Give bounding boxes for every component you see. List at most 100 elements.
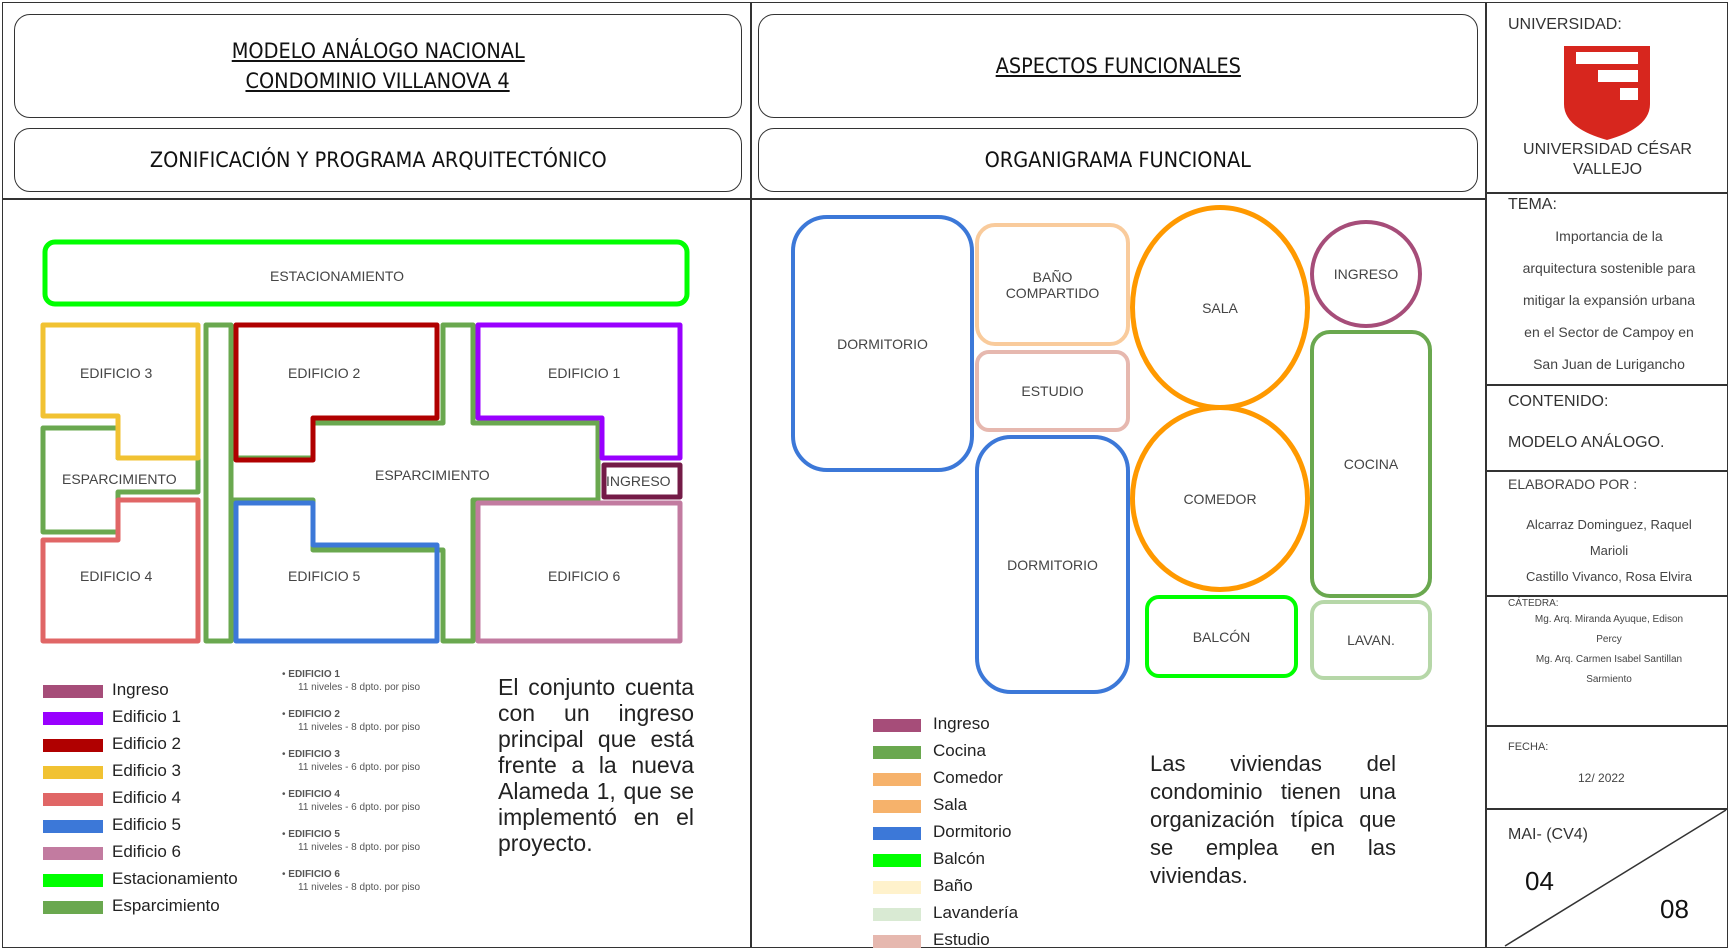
building-name-text: EDIFICIO 1 xyxy=(288,669,340,680)
tema-label: TEMA: xyxy=(1508,196,1557,213)
legend-swatch xyxy=(873,908,921,921)
label-estacionamiento: ESTACIONAMIENTO xyxy=(270,268,405,284)
zone-edificio6 xyxy=(475,500,683,644)
zone-edificio5 xyxy=(233,500,440,644)
sheet-number: 04 xyxy=(1525,866,1554,896)
sidebar-divider-4 xyxy=(1485,595,1728,597)
sidebar-divider-2 xyxy=(1485,384,1728,386)
text-line: Percy xyxy=(1596,634,1622,645)
node-sala-label: SALA xyxy=(1202,299,1238,316)
left-title-line2: CONDOMINIO VILLANOVA 4 xyxy=(245,69,511,93)
text-line: San Juan de Lurigancho xyxy=(1533,356,1685,372)
node-cocina: COCINA xyxy=(1310,330,1432,598)
legend-label: Lavandería xyxy=(933,903,1019,922)
left-subtitle: ZONIFICACIÓN Y PROGRAMA ARQUITECTÓNICO xyxy=(149,148,607,172)
bullet-dot: • xyxy=(282,829,289,840)
universidad-name: UNIVERSIDAD CÉSAR VALLEJO xyxy=(1490,140,1725,180)
text-line: Marioli xyxy=(1589,543,1629,558)
legend-label: Estudio xyxy=(933,930,990,949)
text-line: Sarmiento xyxy=(1586,674,1632,685)
legend-swatch xyxy=(43,901,103,914)
sidebar-divider-6 xyxy=(1485,808,1728,810)
label-esparcimiento-left: ESPARCIMIENTO xyxy=(62,471,177,487)
code-label: MAI- (CV4) xyxy=(1508,826,1588,843)
bullet-dot: • xyxy=(282,709,289,720)
zone-edificio4 xyxy=(40,497,201,644)
text-line: mitigar la expansión urbana xyxy=(1523,292,1695,308)
sheet-total: 08 xyxy=(1660,894,1689,924)
bullet-dot: • xyxy=(282,789,289,800)
contenido-label: CONTENIDO: xyxy=(1508,393,1609,410)
zone-ingreso xyxy=(601,462,683,500)
catedra-label: CÁTEDRA: xyxy=(1508,598,1559,609)
universidad-name-line1: UNIVERSIDAD CÉSAR xyxy=(1523,141,1692,158)
building-name: • EDIFICIO 5 xyxy=(282,828,420,841)
node-balcon: BALCÓN xyxy=(1145,595,1298,678)
middle-subtitle-box: ORGANIGRAMA FUNCIONAL xyxy=(758,128,1478,192)
text-line: Alcarraz Dominguez, Raquel xyxy=(1526,517,1692,532)
label-edificio3: EDIFICIO 3 xyxy=(80,365,153,381)
building-detail: 11 niveles - 6 dpto. por piso xyxy=(298,762,421,773)
building-detail: 11 niveles - 8 dpto. por piso xyxy=(298,722,421,733)
middle-paragraph: Las viviendas del condominio tienen una … xyxy=(1150,751,1396,888)
legend-swatch xyxy=(873,773,921,786)
node-cocina-label: COCINA xyxy=(1343,456,1399,472)
text-line: en el Sector de Campoy en xyxy=(1524,324,1694,340)
divider-middle-sidebar xyxy=(1485,2,1487,948)
legend-swatch xyxy=(43,793,103,806)
building-name: • EDIFICIO 6 xyxy=(282,868,420,881)
legend-swatch xyxy=(873,719,921,732)
node-comedor: COMEDOR xyxy=(1130,405,1310,592)
building-name-text: EDIFICIO 3 xyxy=(288,749,340,760)
contenido-value: MODELO ANÁLOGO. xyxy=(1508,434,1665,451)
zoning-diagram xyxy=(40,239,690,644)
node-dormitorio-2: DORMITORIO xyxy=(975,435,1130,694)
legend-label: Balcón xyxy=(933,849,985,868)
sheet-diagonal xyxy=(1504,809,1727,947)
label-ingreso: INGRESO xyxy=(606,473,671,489)
building-detail: 11 niveles - 6 dpto. por piso xyxy=(298,802,421,813)
legend-label: Esparcimiento xyxy=(112,896,220,915)
node-ingreso: INGRESO xyxy=(1310,220,1422,328)
text-line: Mg. Arq. Miranda Ayuque, Edison xyxy=(1534,614,1684,625)
sidebar-divider-1 xyxy=(1485,192,1728,194)
middle-subtitle: ORGANIGRAMA FUNCIONAL xyxy=(984,148,1252,172)
fecha-label: FECHA: xyxy=(1508,741,1549,753)
universidad-label: UNIVERSIDAD: xyxy=(1508,16,1622,33)
bullet-dot: • xyxy=(282,669,289,680)
legend-label: Ingreso xyxy=(933,714,990,733)
label-edificio5: EDIFICIO 5 xyxy=(288,568,361,584)
node-bano-label-1: BAÑO xyxy=(1032,268,1073,285)
label-edificio2: EDIFICIO 2 xyxy=(288,365,361,381)
logo-stripe-2 xyxy=(1598,70,1638,82)
legend-swatch xyxy=(873,800,921,813)
label-edificio1: EDIFICIO 1 xyxy=(548,365,621,381)
logo-stripe-3 xyxy=(1620,88,1638,100)
node-dormitorio-1: DORMITORIO xyxy=(791,215,974,472)
bullet-dot: • xyxy=(282,749,289,760)
label-edificio4: EDIFICIO 4 xyxy=(80,568,153,584)
zone-edificio2 xyxy=(233,322,440,463)
text-line: Mg. Arq. Carmen Isabel Santillan xyxy=(1535,654,1683,665)
legend-swatch xyxy=(43,874,103,887)
node-lavan-label: LAVAN. xyxy=(1347,632,1395,648)
legend-label: Baño xyxy=(933,876,973,895)
middle-title: ASPECTOS FUNCIONALES xyxy=(995,54,1241,78)
text-line: arquitectura sostenible para xyxy=(1522,260,1696,276)
legend-label: Edificio 2 xyxy=(112,734,181,753)
legend-swatch xyxy=(43,685,103,698)
left-title-box: MODELO ANÁLOGO NACIONAL CONDOMINIO VILLA… xyxy=(14,14,742,118)
middle-title-box: ASPECTOS FUNCIONALES xyxy=(758,14,1478,118)
legend-label: Sala xyxy=(933,795,968,814)
zone-esparcimiento xyxy=(203,322,234,644)
sheet-diagonal-line xyxy=(1504,809,1727,947)
building-item: • EDIFICIO 3 11 niveles - 6 dpto. por pis… xyxy=(282,748,420,774)
legend-swatch xyxy=(43,766,103,779)
elaborado-label: ELABORADO POR : xyxy=(1508,476,1638,492)
